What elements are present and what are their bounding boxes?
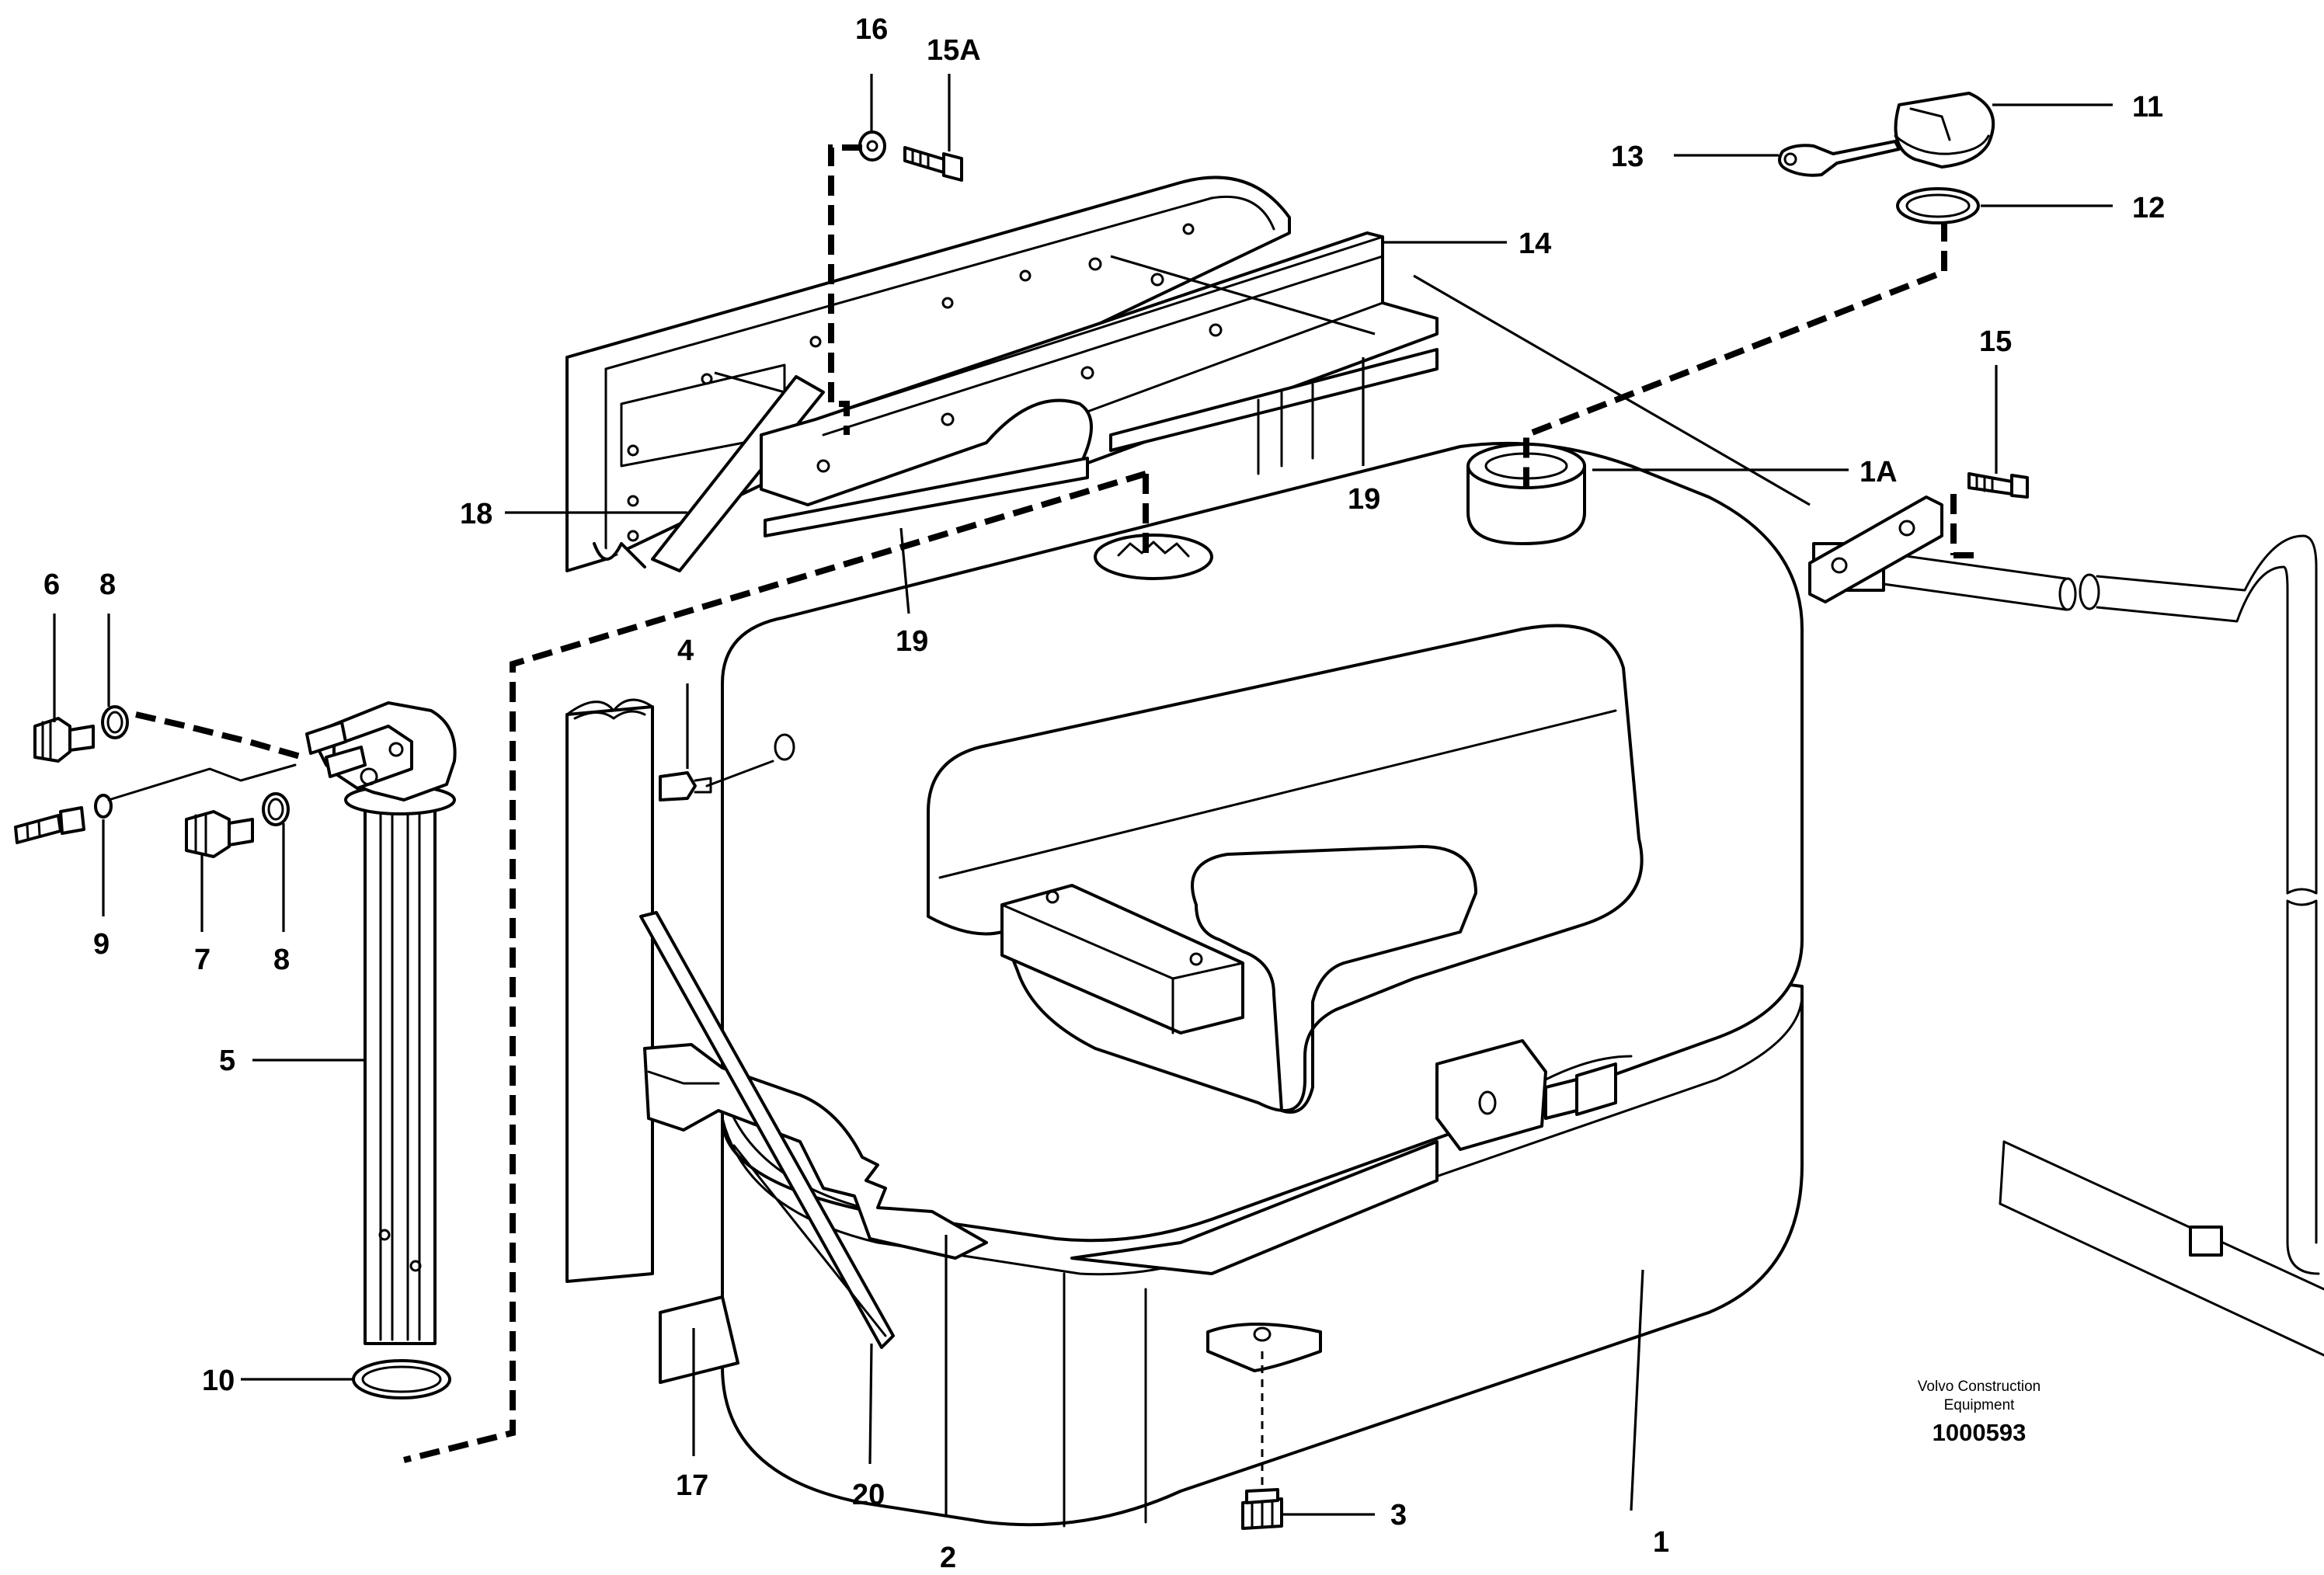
callout-19-left: 19 [896, 625, 928, 658]
callout-19-right: 19 [1348, 483, 1380, 516]
callout-11: 11 [2132, 91, 2163, 123]
callout-1: 1 [1653, 1526, 1669, 1559]
o-ring-8-bottom [262, 792, 290, 826]
machine-frame-right [1999, 1140, 2324, 1357]
callout-3: 3 [1390, 1499, 1407, 1532]
callout-15: 15 [1979, 325, 2012, 358]
cap-key [1778, 140, 1901, 177]
callout-16: 16 [855, 13, 888, 46]
tank-strap [643, 1039, 1633, 1275]
bolt-15A [903, 146, 963, 182]
callout-15A: 15A [927, 34, 981, 67]
caption-company-line2: Equipment [1944, 1397, 2016, 1413]
o-ring-10 [352, 1359, 451, 1399]
support-pad [659, 1295, 739, 1384]
drawing-caption: Volvo Construction Equipment 1000593 [1918, 1379, 2040, 1446]
rear-wall-bracket [565, 176, 1291, 572]
frame-bolt-head [2189, 1226, 2223, 1257]
callout-14: 14 [1519, 228, 1551, 260]
callout-12: 12 [2132, 192, 2165, 224]
callout-20: 20 [852, 1479, 885, 1511]
fuel-level-sender [305, 701, 457, 1345]
callout-6: 6 [43, 568, 60, 601]
diagonal-brace [639, 911, 895, 1349]
fitting-6 [33, 717, 95, 763]
fitting-7 [185, 810, 254, 858]
handrail [1808, 495, 2320, 1275]
callout-2: 2 [940, 1542, 956, 1574]
callout-labels: 1 1A 2 3 4 5 6 7 8 8 9 10 11 12 13 14 15… [43, 13, 2165, 1574]
callout-4: 4 [677, 635, 694, 667]
filler-cap [1894, 92, 1995, 169]
callout-18: 18 [460, 498, 492, 530]
callout-5: 5 [219, 1045, 235, 1077]
bolt-15 [1967, 472, 2029, 499]
callout-8-bottom: 8 [273, 944, 290, 976]
leader-lines [53, 74, 2113, 1516]
fuel-tank [721, 441, 1804, 1528]
callout-17: 17 [676, 1469, 708, 1502]
drain-plug [1241, 1488, 1283, 1530]
nipple-9 [14, 806, 85, 844]
callout-8-top: 8 [99, 568, 116, 601]
caption-company: Volvo Construction [1918, 1379, 2040, 1395]
callout-9: 9 [93, 928, 110, 961]
assembly-lines [107, 144, 1977, 1491]
temperature-sensor [659, 771, 712, 801]
callout-13: 13 [1611, 141, 1644, 173]
seal-ring [1896, 187, 1980, 224]
callout-10: 10 [202, 1365, 235, 1397]
document-number: 1000593 [1933, 1419, 2027, 1446]
o-ring-8-top [101, 705, 129, 739]
callout-7: 7 [194, 944, 210, 976]
rubber-strips [764, 348, 1439, 537]
o-ring-9 [94, 794, 113, 819]
left-stay-column [565, 698, 654, 1283]
callout-1A: 1A [1860, 456, 1898, 488]
washer-16 [858, 130, 886, 162]
